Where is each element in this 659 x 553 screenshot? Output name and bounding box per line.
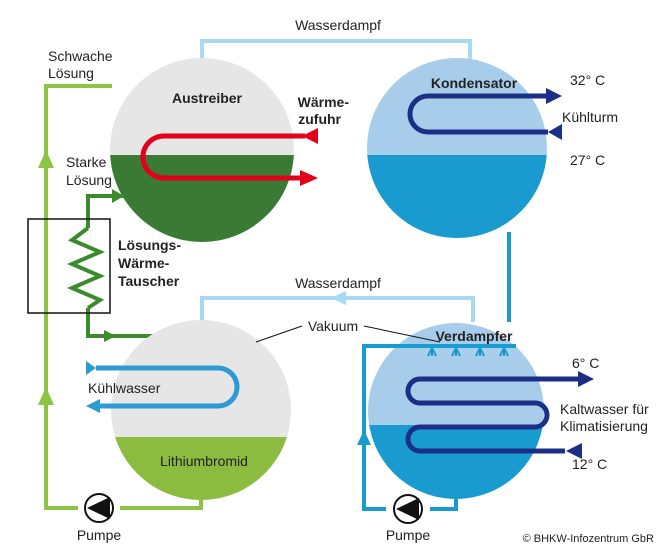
copyright-label: © BHKW-Infozentrum GbR [523,533,654,545]
chilled-water-label-2: Klimatisierung [560,418,648,434]
cooling-tower-label: Kühlturm [562,109,618,125]
heat-supply-label-1: Wärme- [298,94,350,110]
austreiber-title: Austreiber [172,90,243,106]
heat-exchanger-label-2: Wärme- [118,255,170,271]
pump-left-icon [84,493,114,523]
weak-solution-label-1: Schwache [48,48,113,64]
temp-32-label: 32° C [570,72,605,88]
heat-exchanger-box [27,218,111,314]
cooling-tower-loop [407,88,562,140]
absorber-vessel [111,320,291,500]
weak-solution-label-2: Lösung [48,65,94,81]
refrigerant-line-right [357,344,516,511]
spray-nozzles-right [427,345,509,357]
cooling-water-label: Kühlwasser [88,380,161,396]
vapor-top-label: Wasserdampf [295,17,381,33]
lithiumbromid-label: Lithiumbromid [160,453,248,469]
weak-solution-line [38,84,203,510]
pump-right-label: Pumpe [386,527,431,543]
austreiber-vessel [110,58,294,242]
pump-right-icon [393,494,423,524]
kondensator-title: Kondensator [431,75,518,91]
strong-solution-label-1: Starke [66,154,107,170]
pump-left-label: Pumpe [77,527,122,543]
temp-27-label: 27° C [570,152,605,168]
heat-supply-label-2: zufuhr [298,111,341,127]
strong-solution-label-2: Lösung [66,172,112,188]
heat-exchanger-label-1: Lösungs- [118,237,181,253]
chilled-water-coil [405,371,594,459]
cooling-water-loop [86,361,240,413]
temp-6-label: 6° C [572,355,599,371]
vapor-mid-label: Wasserdampf [295,275,381,291]
verdampfer-title: Verdampfer [435,328,513,344]
heat-supply-loop [140,128,318,186]
vakuum-pointers [255,325,441,343]
vakuum-label: Vakuum [308,318,358,334]
heat-exchanger-label-3: Tauscher [118,273,180,289]
chilled-water-label-1: Kaltwasser für [560,401,649,417]
temp-12-label: 12° C [572,456,607,472]
vapor-line-mid [200,291,475,322]
evaporator-vessel [368,323,544,499]
